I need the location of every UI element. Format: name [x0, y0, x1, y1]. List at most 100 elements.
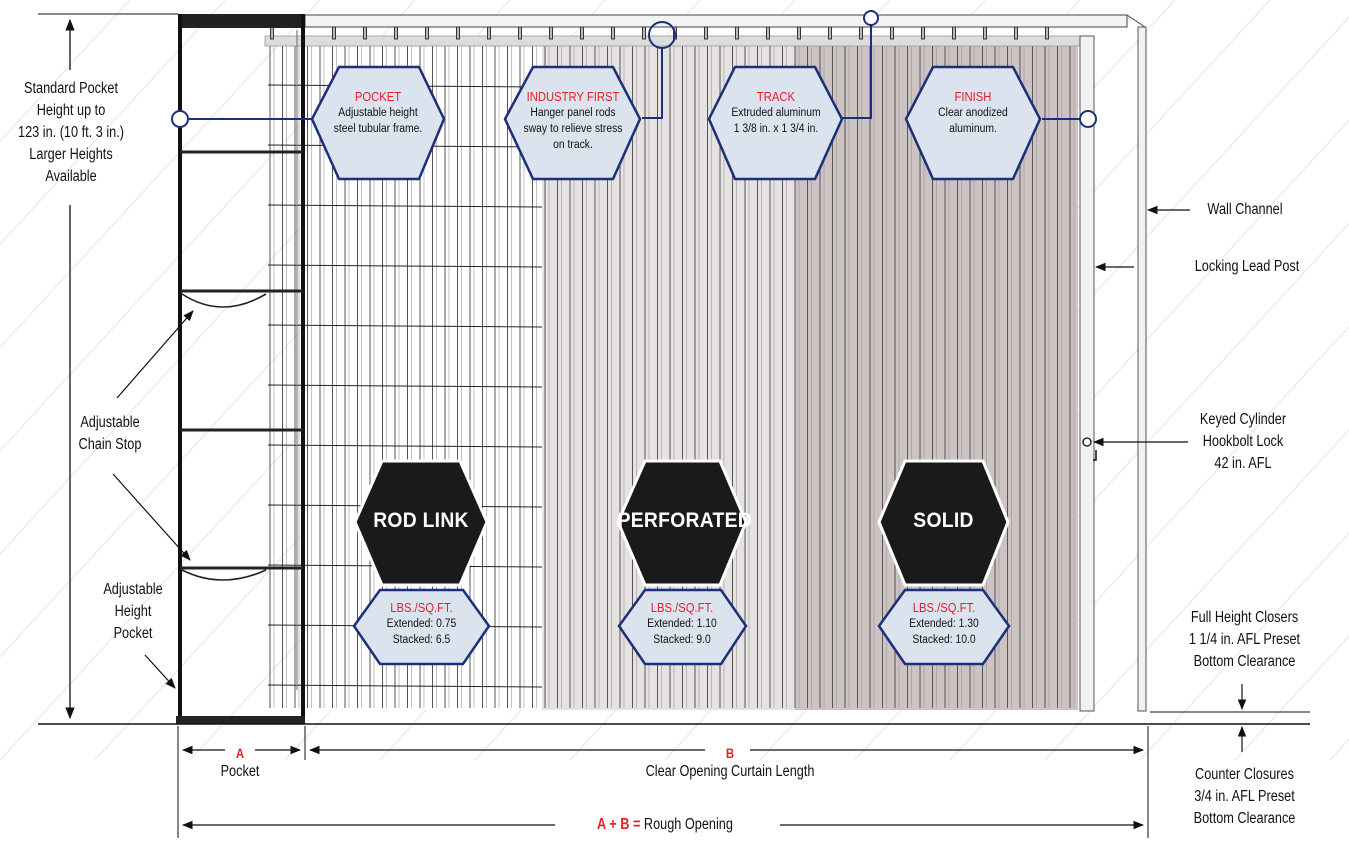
callout-title: FINISH — [954, 90, 992, 104]
dim-a-label: A Pocket — [207, 745, 273, 783]
rod-link-spec — [352, 588, 491, 666]
spec-title: LBS./SQ.FT. — [912, 601, 976, 615]
label-line: Standard Pocket — [24, 80, 118, 97]
dim-text: Clear Opening Curtain Length — [645, 763, 815, 780]
track — [304, 14, 1128, 28]
callout-title: POCKET — [354, 90, 402, 104]
label-line: Height — [114, 603, 152, 620]
label-line: 1 1/4 in. AFL Preset — [1188, 631, 1301, 648]
pocket-callout-text: POCKET Adjustable height steel tubular f… — [324, 89, 432, 137]
label-line: 123 in. (10 ft. 3 in.) — [18, 124, 124, 141]
pocket-callout — [310, 65, 446, 181]
industry-first-callout — [503, 65, 642, 181]
rod-link-bar — [267, 684, 543, 688]
perforated-badge — [616, 459, 748, 587]
pocket-frame — [176, 14, 305, 724]
callout-line: steel tubular frame. — [333, 123, 423, 135]
adjustable-pocket-label: Adjustable Height Pocket — [88, 579, 178, 645]
hanger — [363, 26, 367, 40]
perforated-spec — [617, 588, 748, 666]
background-hatch-line — [0, 0, 321, 349]
rough-prefix: A + B = — [597, 816, 641, 833]
background-hatch-line — [0, 0, 226, 246]
hanger — [270, 26, 274, 40]
label-line: Wall Channel — [1207, 201, 1283, 218]
callout-title: INDUSTRY FIRST — [526, 90, 620, 104]
rod-link-bar — [267, 324, 543, 328]
label-line: Height up to — [36, 102, 106, 119]
hanger — [518, 26, 522, 40]
background-hatch-line — [0, 0, 131, 142]
spec-extended: Extended: 0.75 — [386, 618, 457, 630]
callout-title: TRACK — [756, 90, 796, 104]
label-line: Locking Lead Post — [1194, 258, 1300, 275]
label-line: 3/4 in. AFL Preset — [1194, 788, 1295, 805]
track-callout-text: TRACK Extruded aluminum 1 3/8 in. x 1 3/… — [718, 89, 835, 137]
hanger — [828, 26, 832, 40]
hanger — [394, 26, 398, 40]
hookbolt-lock — [1082, 437, 1092, 447]
spec-title: LBS./SQ.FT. — [650, 601, 714, 615]
background-hatch-line — [0, 0, 416, 452]
hanger — [1045, 26, 1049, 40]
hanger — [890, 26, 894, 40]
hanger — [580, 26, 584, 40]
callout-line: 1 3/8 in. x 1 3/4 in. — [733, 123, 819, 135]
wall-channel — [1137, 26, 1147, 712]
wall-channel-label: Wall Channel — [1192, 199, 1299, 221]
hanger — [456, 26, 460, 40]
hanger — [704, 26, 708, 40]
full-height-closers-label: Full Height Closers 1 1/4 in. AFL Preset… — [1177, 607, 1312, 673]
label-line: Adjustable — [103, 581, 163, 598]
callout-line: Adjustable height — [338, 107, 418, 119]
hanger — [642, 26, 646, 40]
rod-link-title: ROD LINK — [373, 509, 469, 532]
solid-title: SOLID — [913, 509, 974, 532]
solid-spec-text: LBS./SQ.FT. Extended: 1.30 Stacked: 10.0 — [888, 600, 1000, 648]
hanger — [797, 26, 801, 40]
hanger — [425, 26, 429, 40]
chain-stop-label: Adjustable Chain Stop — [65, 412, 155, 456]
dim-text: Pocket — [220, 763, 260, 780]
lock-label: Keyed Cylinder Hookbolt Lock 42 in. AFL — [1190, 409, 1297, 475]
callout-line: Extruded aluminum — [731, 107, 821, 119]
callout-line: Hanger panel rods — [530, 107, 616, 119]
rod-link-bar — [267, 384, 543, 388]
rod-link-bar — [267, 204, 543, 208]
hanger — [859, 26, 863, 40]
rough-text: Rough Opening — [643, 816, 733, 833]
hanger — [952, 26, 956, 40]
spec-title: LBS./SQ.FT. — [390, 601, 453, 615]
rough-opening-label: A + B = Rough Opening — [579, 814, 751, 836]
label-line: 42 in. AFL — [1214, 455, 1272, 472]
dim-letter: A — [235, 745, 245, 761]
track-callout — [707, 65, 844, 181]
callout-line: sway to relieve stress — [523, 123, 623, 135]
spec-extended: Extended: 1.30 — [909, 618, 979, 630]
hanger — [921, 26, 925, 40]
perforated-spec-text: LBS./SQ.FT. Extended: 1.10 Stacked: 9.0 — [626, 600, 738, 648]
hanger — [549, 26, 553, 40]
label-line: Counter Closures — [1195, 766, 1294, 783]
background-hatch-line — [1139, 532, 1349, 761]
rod-link-spec-text: LBS./SQ.FT. Extended: 0.75 Stacked: 6.5 — [364, 600, 478, 648]
label-line: Adjustable — [80, 414, 140, 431]
label-line: Keyed Cylinder — [1199, 411, 1287, 428]
hanger — [611, 26, 615, 40]
counter-closures-label: Counter Closures 3/4 in. AFL Preset Bott… — [1185, 764, 1304, 830]
label-line: Bottom Clearance — [1193, 653, 1296, 670]
finish-callout-text: FINISH Clear anodized aluminum. — [916, 89, 1029, 137]
label-line: Available — [45, 168, 97, 185]
solid-spec — [877, 588, 1011, 666]
solid-badge — [877, 459, 1010, 587]
rod-link-badge — [353, 459, 489, 587]
hanger — [1014, 26, 1018, 40]
hanger — [735, 26, 739, 40]
spec-stacked: Stacked: 6.5 — [392, 634, 451, 646]
rod-link-bar — [267, 444, 543, 448]
label-line: Full Height Closers — [1190, 609, 1299, 626]
background-hatch-line — [1044, 429, 1349, 761]
spec-stacked: Stacked: 9.0 — [653, 634, 711, 646]
hanger — [332, 26, 336, 40]
